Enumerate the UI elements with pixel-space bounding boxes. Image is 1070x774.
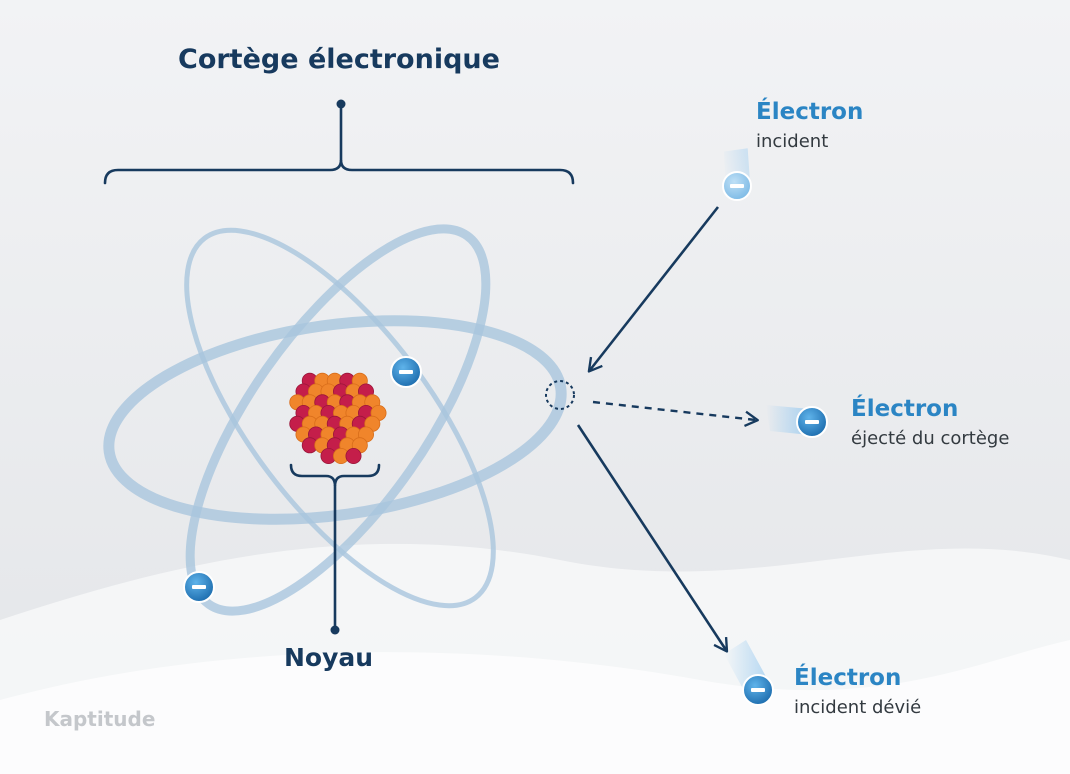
- background-wave-2: [0, 640, 1070, 774]
- ejected-electron-title: Électron: [851, 396, 959, 422]
- ejection-arrow: [592, 400, 759, 428]
- incident-electron: [722, 148, 752, 201]
- noyau-label: Noyau: [284, 643, 374, 672]
- deflected-electron-subtitle: incident dévié: [794, 697, 922, 718]
- orbits: [103, 224, 567, 616]
- ejected-electron-subtitle: éjecté du cortège: [851, 428, 1010, 449]
- noyau-bracket-dot: [330, 625, 340, 635]
- orbital-electron: [183, 571, 215, 603]
- orbit-horizontal: [103, 315, 567, 525]
- deflected-electron: [724, 640, 774, 706]
- cortege-label: Cortège électronique: [178, 44, 500, 75]
- proton: [345, 447, 362, 464]
- ejected-electron: [766, 405, 828, 438]
- cortege-bracket: [103, 102, 575, 185]
- brand-watermark: Kaptitude: [44, 707, 156, 731]
- deflected-electron-title: Électron: [794, 665, 902, 691]
- cortege-bracket-dot: [336, 99, 346, 109]
- orbital-electron: [390, 356, 422, 388]
- deflection-arrow: [576, 424, 729, 653]
- noyau-bracket: [289, 463, 381, 632]
- orbit-diagonal-right: [185, 224, 491, 616]
- nucleus: [289, 372, 387, 464]
- incident-arrow: [587, 206, 720, 373]
- vacancy-circle: [545, 380, 575, 410]
- incident-electron-subtitle: incident: [756, 131, 829, 152]
- incident-electron-title: Électron: [756, 99, 864, 125]
